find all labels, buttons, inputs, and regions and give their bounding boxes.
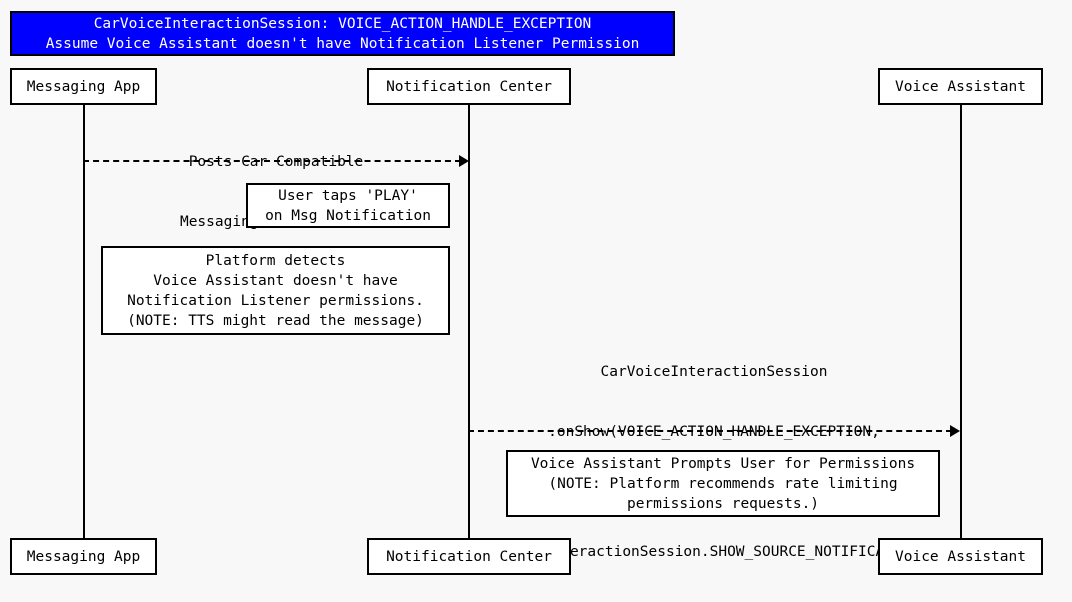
note-platform-detects: Platform detects Voice Assistant doesn't… [101,246,450,335]
lifeline-voice-assistant [960,104,962,538]
participant-voice-assistant-bottom[interactable]: Voice Assistant [878,538,1043,575]
note-line: User taps 'PLAY' [278,187,418,204]
note-line: on Msg Notification [265,207,431,224]
message-label-line: VoiceInteractionSession.SHOW_SOURCE_NOTI… [500,544,928,560]
participant-label: Voice Assistant [895,78,1026,95]
participant-label: Notification Center [386,548,552,565]
message-label-line: CarVoiceInteractionSession [600,364,828,380]
participant-messaging-app-bottom[interactable]: Messaging App [10,538,157,575]
note-line: (NOTE: Platform recommends rate limiting [548,475,898,492]
message-arrow-on-show [468,425,960,437]
lifeline-messaging-app [83,104,85,538]
participant-label: Messaging App [26,78,141,95]
participant-messaging-app-top[interactable]: Messaging App [10,68,157,105]
participant-label: Voice Assistant [895,548,1026,565]
note-line: Notification Listener permissions. [127,292,424,309]
message-arrow-post-notification [83,155,469,167]
arrow-head [459,155,469,167]
diagram-title-line-2: Assume Voice Assistant doesn't have Noti… [45,35,640,52]
note-line: Voice Assistant doesn't have [153,272,398,289]
diagram-title-line-1: CarVoiceInteractionSession: VOICE_ACTION… [93,15,592,32]
note-user-taps-play: User taps 'PLAY' on Msg Notification [246,183,450,228]
arrow-head [950,425,960,437]
diagram-title-banner: CarVoiceInteractionSession: VOICE_ACTION… [10,11,675,56]
message-label-line: Posts Car Compatible [188,154,364,170]
participant-voice-assistant-top[interactable]: Voice Assistant [878,68,1043,105]
lifeline-notification-center [468,104,470,538]
arrow-line [83,160,461,162]
note-line: Voice Assistant Prompts User for Permiss… [530,455,916,472]
message-label-line: .onShow(VOICE_ACTION_HANDLE_EXCEPTION, [548,424,880,440]
note-line: Platform detects [205,252,346,269]
arrow-line [468,430,952,432]
note-prompts-user: Voice Assistant Prompts User for Permiss… [506,450,940,517]
note-line: (NOTE: TTS might read the message) [127,312,424,329]
participant-label: Messaging App [26,548,141,565]
participant-notification-center-top[interactable]: Notification Center [367,68,571,105]
participant-label: Notification Center [386,78,552,95]
note-line: permissions requests.) [626,495,820,512]
participant-notification-center-bottom[interactable]: Notification Center [367,538,571,575]
